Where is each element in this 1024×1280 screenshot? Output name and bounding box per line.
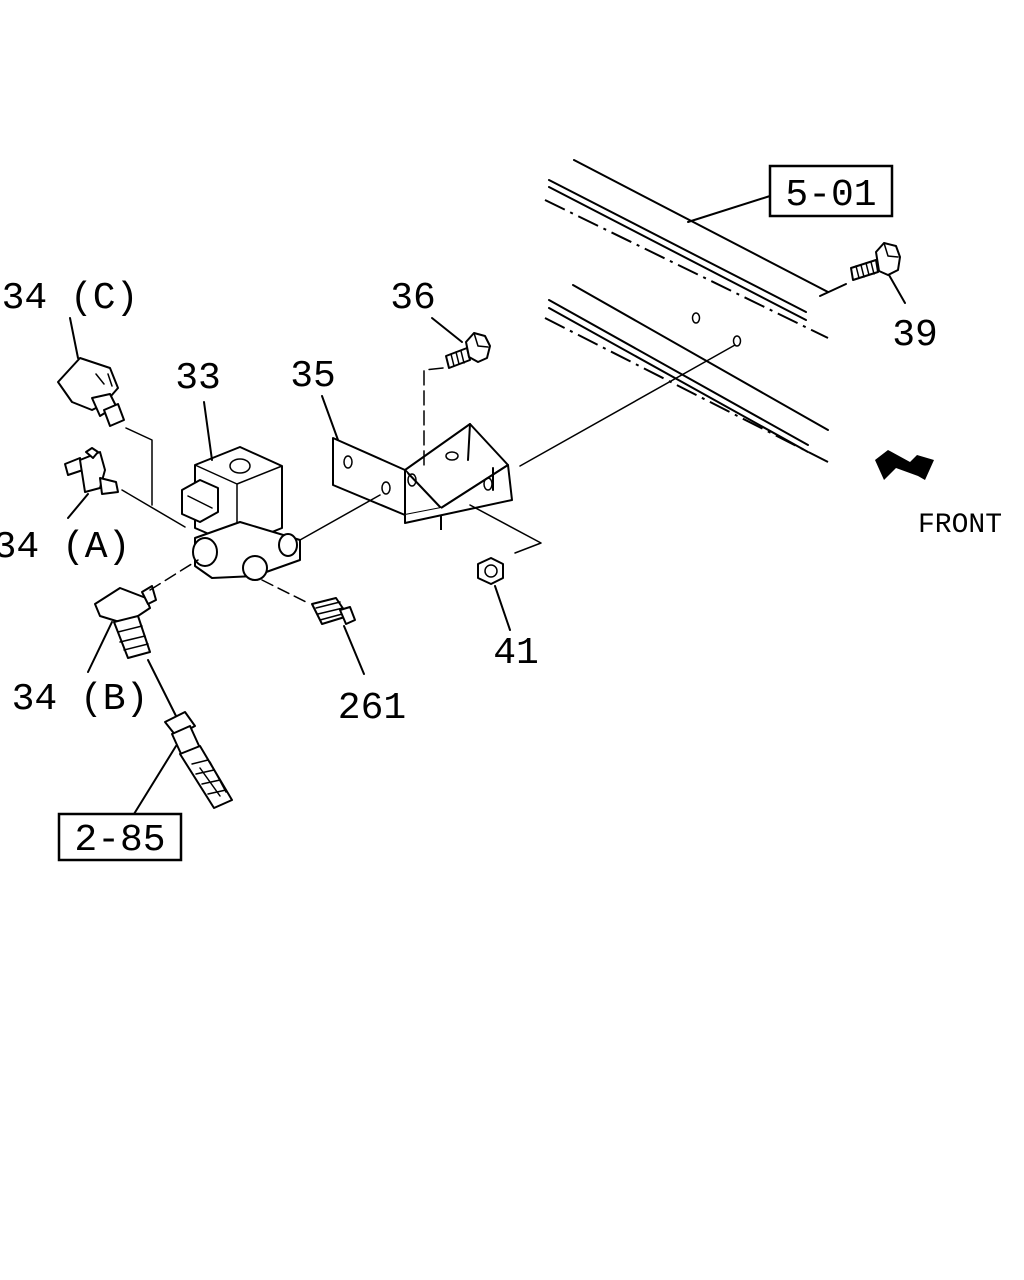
- ref-label-2-85[interactable]: 2-85: [74, 819, 165, 862]
- frame-rail: [544, 159, 829, 463]
- connector-34b: [94, 585, 157, 659]
- ref-label-5-01[interactable]: 5-01: [785, 174, 876, 217]
- front-arrow-icon: [875, 450, 934, 480]
- bolt-36: [445, 332, 491, 369]
- label-34b: 34 (B): [12, 678, 149, 721]
- connector-34a: [64, 447, 119, 495]
- ref-box-2-85[interactable]: [57, 812, 183, 862]
- solenoid-valve-33: [181, 446, 301, 581]
- plug-261: [311, 597, 356, 625]
- label-41: 41: [493, 632, 539, 675]
- hose-fitting: [164, 711, 233, 809]
- nut-41: [477, 557, 504, 585]
- ref-box-5-01[interactable]: [768, 164, 894, 218]
- label-35: 35: [290, 355, 336, 398]
- label-33: 33: [175, 357, 221, 400]
- bracket-35: [332, 423, 513, 530]
- bolt-39: [850, 242, 901, 281]
- label-261: 261: [338, 687, 406, 730]
- label-34c: 34 (C): [2, 277, 139, 320]
- front-direction-label: FRONT: [918, 510, 1002, 541]
- label-36: 36: [390, 277, 436, 320]
- label-39: 39: [892, 314, 938, 357]
- connector-34c: [57, 357, 125, 427]
- label-34a: 34 (A): [0, 526, 130, 569]
